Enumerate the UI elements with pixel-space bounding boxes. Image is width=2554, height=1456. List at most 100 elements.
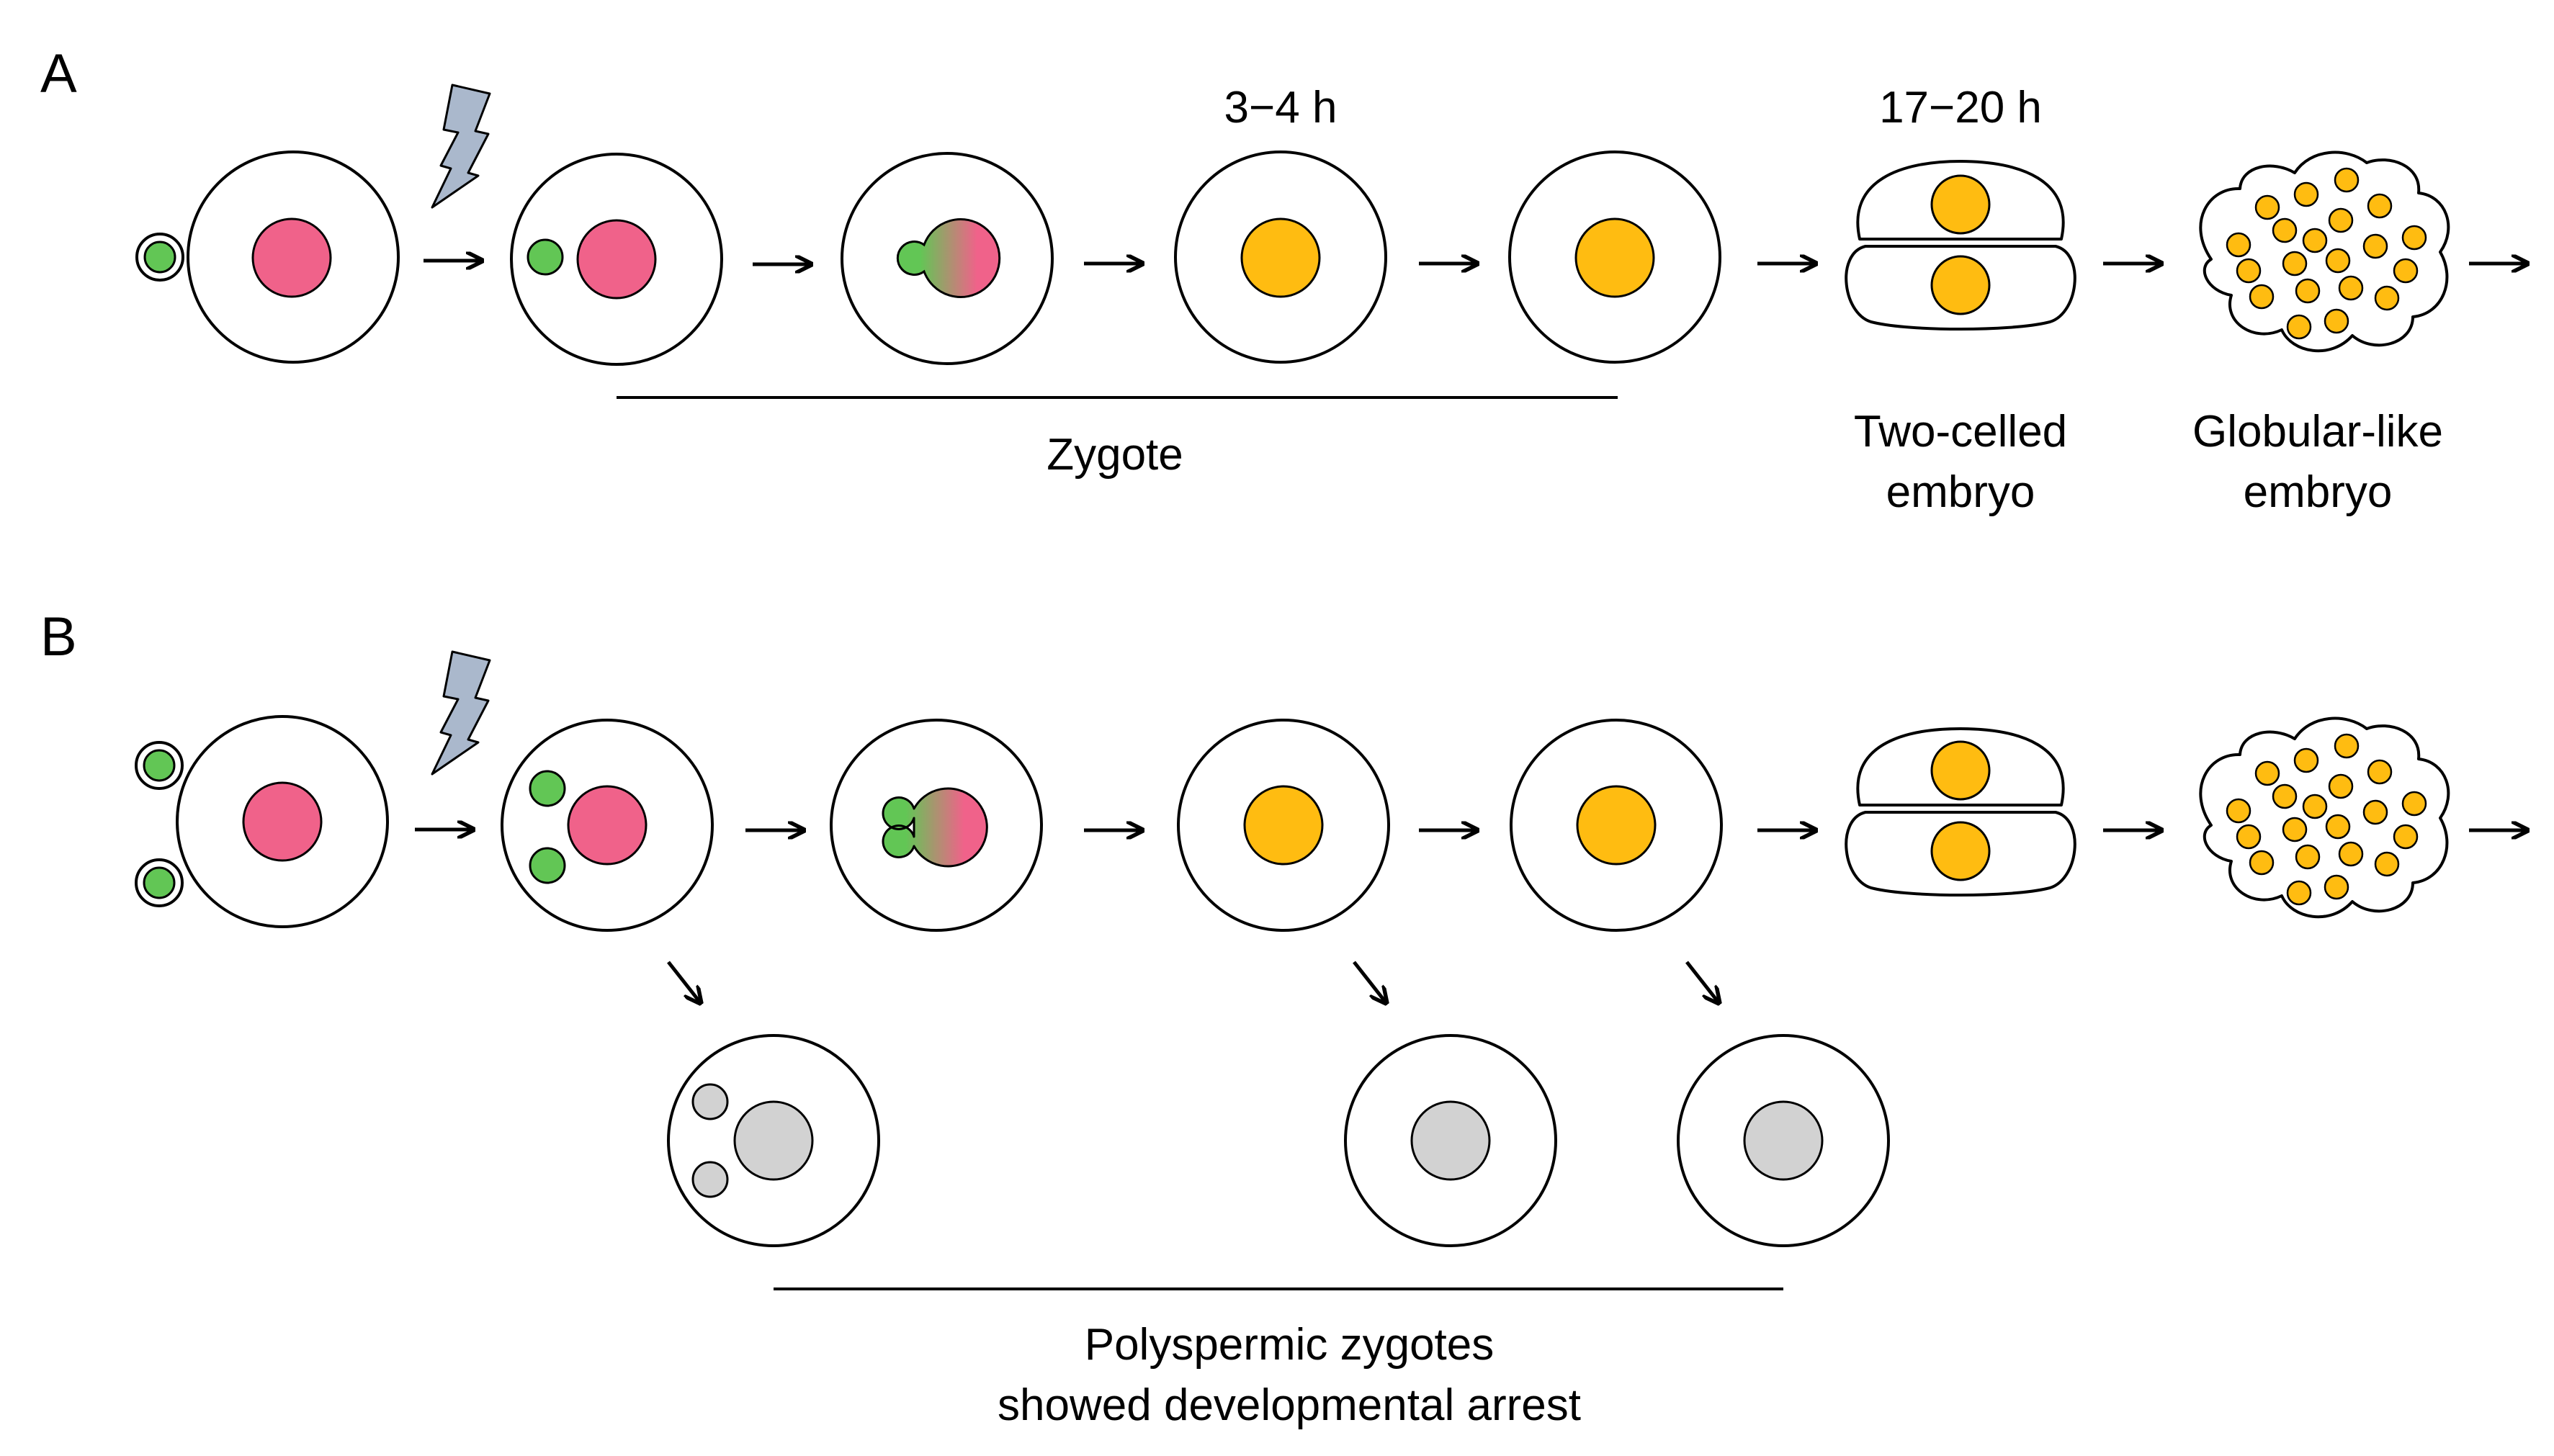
- embryo-nucleus: [2249, 850, 2275, 876]
- arrest-label-line2: showed developmental arrest: [998, 1380, 1581, 1430]
- embryo-nucleus: [2374, 851, 2400, 877]
- sperm-nucleus: [143, 749, 176, 782]
- sperm-nucleus: [529, 770, 566, 807]
- stage-zygote-early: [1177, 719, 1390, 932]
- stage-nuclear-fusion: [841, 152, 1054, 365]
- sperm-nucleus: [529, 847, 566, 884]
- stage-zygote-early: [1174, 150, 1387, 364]
- zygote-nucleus: [1243, 785, 1324, 866]
- arrested-zygote: [667, 1034, 880, 1247]
- embryo-nucleus: [2328, 207, 2354, 233]
- stage-zygote-late: [1508, 150, 1721, 364]
- embryo-nucleus: [2334, 167, 2360, 193]
- stage-egg-with-sperm: [135, 150, 400, 364]
- embryo-nucleus: [2254, 760, 2280, 786]
- zygote-nucleus: [1576, 785, 1657, 866]
- stage-polyspermic-fusion: [830, 719, 1043, 932]
- embryo-nucleus: [2272, 217, 2298, 243]
- zygote-nucleus: [1240, 217, 1321, 298]
- embryo-nucleus: [2338, 275, 2364, 301]
- two-celled-label-line2: embryo: [1886, 467, 2035, 517]
- lightning-bolt-icon: [431, 84, 491, 209]
- embryo-nucleus: [2295, 278, 2321, 304]
- embryo-nucleus: [2236, 258, 2262, 284]
- zygote-label: Zygote: [1047, 430, 1183, 480]
- stage-egg-with-two-sperm: [135, 715, 389, 928]
- embryo-nucleus: [2362, 799, 2388, 825]
- embryo-nucleus: [2367, 193, 2393, 219]
- embryo-nucleus: [2338, 841, 2364, 867]
- fusing-nuclei: [896, 218, 1001, 298]
- embryo-nucleus: [2393, 258, 2419, 284]
- stage-two-celled-embryo: [1845, 727, 2076, 896]
- sperm-nucleus: [527, 238, 564, 276]
- embryo-nucleus: [2226, 232, 2251, 258]
- arrow-down-right-icon: [1685, 961, 1719, 1002]
- embryo-nucleus: [2374, 285, 2400, 311]
- sperm-nucleus: [143, 866, 176, 899]
- embryo-nucleus: [2325, 814, 2351, 840]
- egg-nucleus: [242, 781, 323, 862]
- embryo-nucleus: [2334, 733, 2360, 759]
- stage-globular-embryo: [2199, 150, 2450, 353]
- time-label-3-4h: 3−4 h: [1224, 83, 1338, 132]
- stage-sperm-entry: [510, 153, 723, 366]
- embryo-nucleus: [2302, 794, 2328, 819]
- embryo-nucleus: [2367, 759, 2393, 785]
- embryo-nucleus: [2286, 880, 2312, 906]
- lightning-bolt-icon: [431, 650, 491, 776]
- arrow-down-right-icon: [1353, 961, 1386, 1002]
- stage-globular-embryo: [2199, 716, 2450, 919]
- embryo-nucleus: [2401, 225, 2427, 251]
- embryo-nucleus: [2236, 824, 2262, 850]
- arrow-down-right-icon: [667, 961, 700, 1002]
- embryo-nucleus: [2401, 791, 2427, 817]
- panel-a-label: A: [40, 43, 77, 104]
- egg-nucleus: [251, 217, 332, 298]
- sperm-nucleus: [143, 241, 176, 274]
- embryo-nucleus: [2324, 874, 2349, 900]
- embryo-nucleus: [2282, 251, 2308, 277]
- embryo-nucleus: [2302, 228, 2328, 253]
- arrested-zygote: [1344, 1034, 1557, 1247]
- embryo-nucleus: [2293, 747, 2319, 773]
- egg-nucleus: [567, 785, 648, 866]
- two-celled-label-line1: Two-celled: [1854, 407, 2067, 457]
- embryo-nucleus: [2324, 308, 2349, 334]
- panel-b-label: B: [40, 606, 77, 668]
- arrested-nucleus: [733, 1100, 814, 1181]
- arrested-nucleus: [1410, 1100, 1491, 1181]
- embryo-nucleus: [2362, 233, 2388, 259]
- embryo-nucleus: [2254, 194, 2280, 220]
- embryo-nucleus: [2286, 314, 2312, 340]
- globular-label-line1: Globular-like: [2192, 407, 2443, 457]
- apical-nucleus: [1930, 174, 1991, 235]
- embryo-nucleus: [2393, 824, 2419, 850]
- arrested-zygote: [1677, 1034, 1890, 1247]
- globular-nuclei: [2226, 733, 2427, 906]
- embryo-nucleus: [2249, 284, 2275, 310]
- globular-label-line2: embryo: [2244, 467, 2393, 517]
- basal-nucleus: [1930, 255, 1991, 315]
- zygote-nucleus: [1574, 217, 1655, 298]
- fusing-nuclei: [882, 787, 988, 868]
- embryo-nucleus: [2282, 817, 2308, 842]
- panel-b: B: [40, 606, 2527, 1430]
- embryo-nucleus: [2328, 773, 2354, 799]
- embryo-nucleus: [2295, 844, 2321, 870]
- arrested-sperm-nucleus: [691, 1083, 729, 1120]
- embryo-nucleus: [2325, 248, 2351, 274]
- arrested-nucleus: [1743, 1100, 1824, 1181]
- basal-nucleus: [1930, 821, 1991, 881]
- embryo-nucleus: [2226, 798, 2251, 824]
- stage-zygote-late: [1510, 719, 1723, 932]
- arrest-label-line1: Polyspermic zygotes: [1085, 1320, 1495, 1370]
- panel-a: A 3−4 h: [40, 43, 2527, 517]
- embryo-nucleus: [2272, 783, 2298, 809]
- time-label-17-20h: 17−20 h: [1879, 83, 2042, 132]
- embryo-nucleus: [2293, 181, 2319, 207]
- apical-nucleus: [1930, 740, 1991, 801]
- stage-two-celled-embryo: [1845, 160, 2076, 331]
- stage-polyspermic-entry: [501, 719, 714, 932]
